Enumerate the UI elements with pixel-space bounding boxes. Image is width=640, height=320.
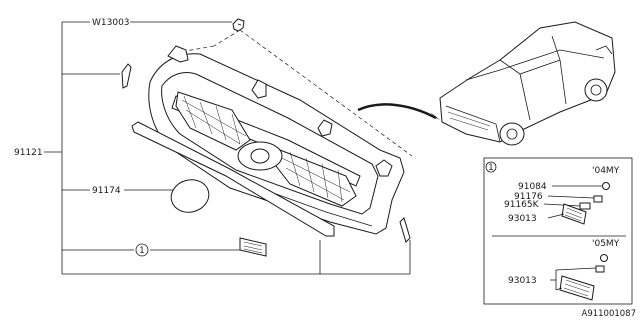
label-91165k: 91165K (504, 200, 540, 210)
label-91121: 91121 (14, 148, 43, 158)
side-bracket-left (121, 63, 132, 89)
label-05my: '05MY (592, 239, 620, 249)
oval-emblem (170, 179, 210, 213)
leader-lines (44, 21, 411, 275)
inset-panel (483, 157, 633, 305)
inset-circle-1: 1 (488, 163, 493, 173)
label-91084: 91084 (518, 182, 547, 192)
diagram-id: A911001087 (582, 309, 637, 319)
label-04my: '04MY (592, 166, 620, 176)
badge-part (239, 237, 267, 257)
label-w13003: W13003 (92, 18, 130, 28)
location-arrow (357, 103, 440, 120)
label-circle-1: 1 (139, 246, 144, 256)
label-93013-05: 93013 (508, 276, 537, 286)
car-illustration (439, 21, 616, 146)
side-bracket-right (399, 217, 411, 243)
clip-part (232, 18, 245, 32)
grille-frame (148, 45, 405, 235)
label-91174: 91174 (92, 186, 121, 196)
molding-strip (131, 121, 335, 237)
label-91176: 91176 (514, 192, 543, 202)
ref-circle (135, 243, 149, 257)
label-93013-04: 93013 (508, 214, 537, 224)
